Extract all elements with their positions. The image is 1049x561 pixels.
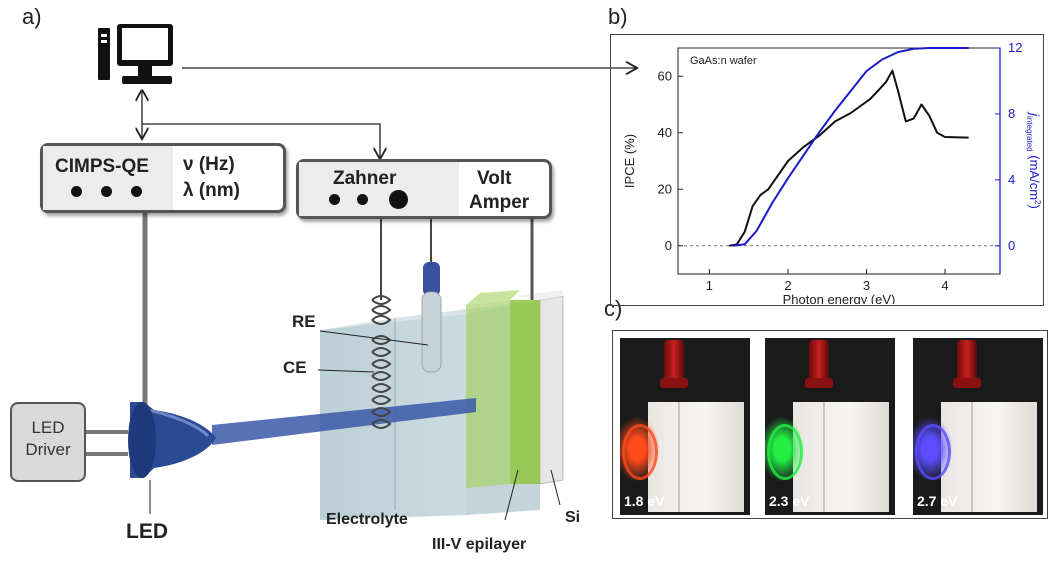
- zahner-name: Zahner: [333, 168, 397, 189]
- y-right-tick-label: 8: [1008, 106, 1015, 121]
- j-subscript: integrated: [1025, 116, 1034, 152]
- label-si: Si: [565, 509, 581, 526]
- plot-area: [677, 47, 1001, 275]
- cell-body: [648, 402, 744, 512]
- cimps-knob-2: [101, 186, 112, 197]
- re-electrode: [421, 262, 442, 373]
- terminal-post: [809, 340, 829, 384]
- led-ring: [622, 424, 658, 480]
- label-epilayer: III-V epilayer: [432, 536, 527, 553]
- panel-label-b: b): [608, 4, 628, 29]
- cell-seam: [823, 402, 825, 512]
- y-right-tick-label: 0: [1008, 238, 1015, 253]
- unit-close: ): [1027, 204, 1042, 208]
- cimps-knob-3: [131, 186, 142, 197]
- terminal-cap: [660, 378, 688, 388]
- terminal-cap: [805, 378, 833, 388]
- panel-label-a: a): [22, 4, 42, 29]
- cell-seam: [971, 402, 973, 512]
- x-tick-label: 1: [706, 278, 713, 293]
- cimps-param-frequency: ν (Hz): [183, 154, 235, 175]
- cell-body: [793, 402, 889, 512]
- panel-label-c: c): [604, 296, 623, 321]
- y-right-tick-label: 4: [1008, 172, 1015, 187]
- x-tick-label: 3: [863, 278, 870, 293]
- x-tick-label: 4: [941, 278, 948, 293]
- ipce-series-line: [728, 69, 969, 247]
- photon-energy-label: 2.7 eV: [917, 493, 958, 509]
- label-ce: CE: [283, 358, 307, 377]
- led-driver-line2: Driver: [25, 440, 71, 459]
- label-led: LED: [126, 520, 168, 543]
- y-left-axis-label: IPCE (%): [622, 134, 637, 188]
- unit-text: (mA/cm: [1027, 152, 1042, 200]
- led-ring: [767, 424, 803, 480]
- cimps-knob-1: [71, 186, 82, 197]
- y-left-tick-label: 0: [665, 238, 672, 253]
- terminal-post: [664, 340, 684, 384]
- x-axis-label: Photon energy (eV): [783, 292, 896, 304]
- computer-icon: [98, 24, 173, 84]
- label-re: RE: [292, 312, 316, 331]
- photon-energy-label: 2.3 eV: [769, 493, 810, 509]
- j-symbol: j: [1027, 111, 1042, 117]
- led-driver-line1: LED: [31, 418, 65, 437]
- cell-photo: 2.3 eV: [765, 338, 895, 515]
- cell-seam: [678, 402, 680, 512]
- y-left-tick-label: 40: [658, 125, 672, 140]
- zahner-knob-2: [357, 194, 368, 205]
- cell-photo: 2.7 eV: [913, 338, 1043, 515]
- zahner-knob-3: [389, 190, 408, 209]
- terminal-post: [957, 340, 977, 384]
- cell-body: [941, 402, 1037, 512]
- y-left-tick-label: 60: [658, 68, 672, 83]
- si-layer: [539, 295, 564, 485]
- zahner-knob-1: [329, 194, 340, 205]
- pc-zahner-line: [142, 123, 380, 158]
- cimps-name: CIMPS-QE: [55, 156, 149, 177]
- zahner-param-volt: Volt: [477, 168, 512, 189]
- epilayer-layer: [510, 300, 540, 484]
- led-ring: [915, 424, 951, 480]
- y-right-tick-label: 12: [1008, 40, 1022, 55]
- zahner-box: Zahner Volt Amper: [296, 159, 552, 219]
- label-electrolyte: Electrolyte: [326, 511, 408, 528]
- unit-superscript: 2: [1033, 200, 1042, 205]
- led-driver-box: LED Driver: [10, 402, 86, 482]
- cimps-param-wavelength: λ (nm): [183, 180, 240, 201]
- y-right-axis-label: jintegrated (mA/cm2): [1025, 111, 1042, 209]
- y-left-tick-label: 20: [658, 181, 672, 196]
- integrated-current-series-line: [732, 47, 969, 247]
- photos-frame: [612, 330, 1048, 519]
- cimps-qe-box: CIMPS-QE ν (Hz) λ (nm): [40, 143, 286, 213]
- light-beam: [212, 398, 476, 445]
- zahner-param-amper: Amper: [469, 192, 530, 213]
- cell-photo: 1.8 eV: [620, 338, 750, 515]
- chart-annotation: GaAs:n wafer: [690, 55, 757, 67]
- terminal-cap: [953, 378, 981, 388]
- photon-energy-label: 1.8 eV: [624, 493, 665, 509]
- chart-frame: [610, 34, 1044, 306]
- led-icon: [128, 402, 216, 478]
- x-tick-label: 2: [784, 278, 791, 293]
